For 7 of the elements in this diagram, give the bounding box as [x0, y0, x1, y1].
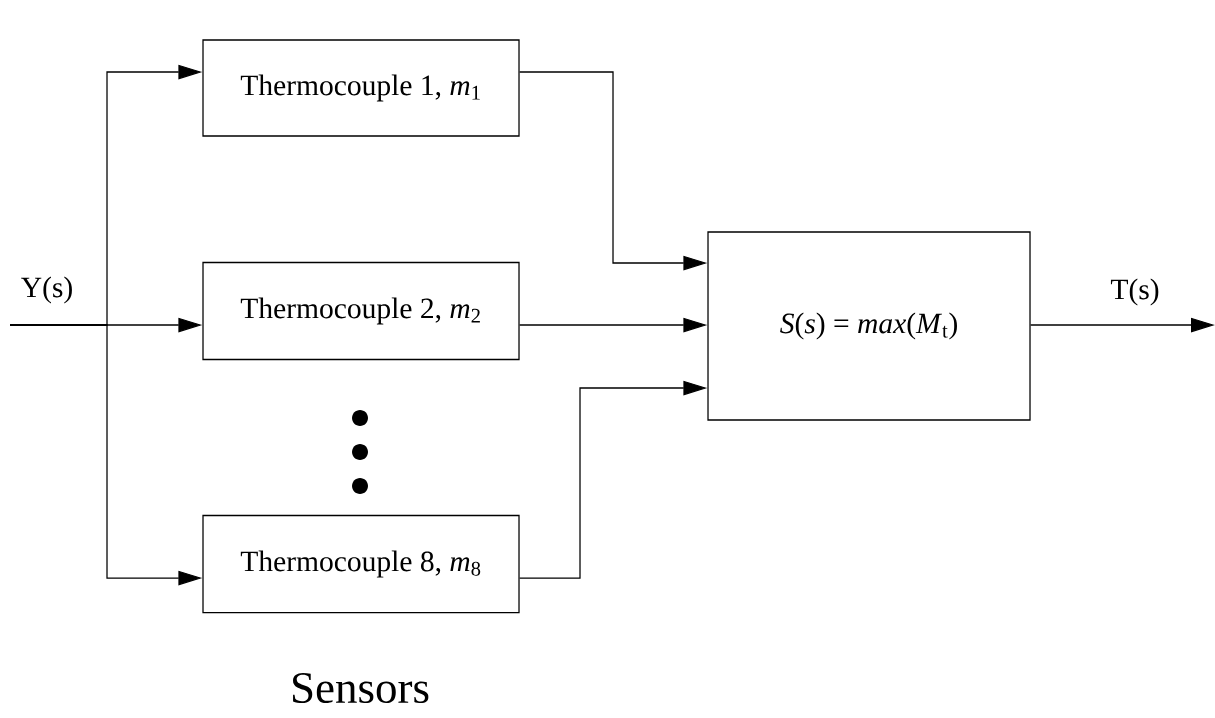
edge-label: Y(s) [21, 276, 72, 304]
edge-label: T(s) [1110, 278, 1159, 306]
group-caption: Sensors [293, 672, 429, 704]
process-box: Thermocouple 8, m$_{8}$ [202, 514, 520, 614]
process-box: Thermocouple 2, m$_{2}$ [202, 261, 520, 361]
process-box: S(s) = max(M$_{t}$) [707, 231, 1031, 421]
process-box: Thermocouple 1, m$_{1}$ [202, 39, 520, 137]
